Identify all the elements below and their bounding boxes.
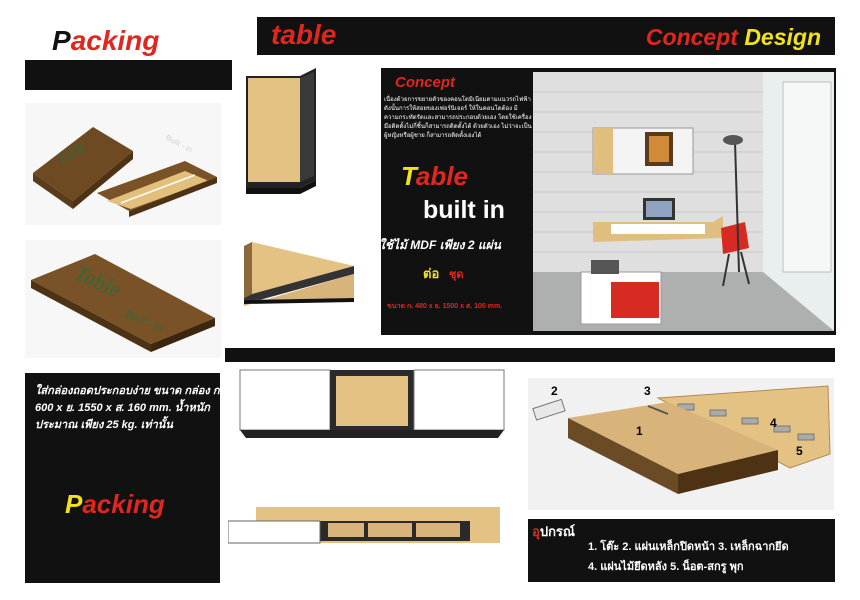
- equipment-panel: อุปกรณ์ 1. โต๊ะ 2. แผ่นเหล็กปิดหน้า 3. เ…: [528, 519, 835, 582]
- design-word: Design: [744, 24, 821, 50]
- equipment-heading-initial: อุ: [532, 524, 540, 539]
- header-bar: table Concept Design: [257, 17, 835, 55]
- table-title-rest: able: [415, 161, 468, 191]
- per-set-b: ชุด: [448, 269, 464, 281]
- packing-label-rest: acking: [82, 489, 165, 519]
- callout-3: 3: [644, 384, 651, 398]
- packing-label: Packing: [65, 489, 165, 520]
- callout-2: 2: [551, 384, 558, 398]
- packing-info-text: ใส่กล่องถอดประกอบง่าย ขนาด กล่อง ก. 600 …: [35, 385, 223, 431]
- exploded-parts-render: 1 2 3 4 5: [528, 378, 834, 510]
- equipment-heading: อุปกรณ์: [532, 521, 575, 542]
- per-set: ต่อ ชุด: [423, 263, 463, 284]
- packing-title: Packing: [52, 24, 159, 58]
- middle-divider: [225, 348, 835, 362]
- dimension-note: ขนาด ก. 480 x ย. 1500 x ส. 100 mm.: [387, 303, 503, 310]
- callout-5: 5: [796, 444, 803, 458]
- cabinet-render: [238, 64, 358, 229]
- callout-4: 4: [770, 416, 777, 430]
- left-top-bar: [25, 60, 232, 90]
- box-render-bottom: Table Built - In: [25, 240, 221, 358]
- svg-text:Built - in: Built - in: [164, 133, 194, 155]
- concept-heading: Concept: [395, 74, 455, 91]
- packing-title-rest: acking: [70, 25, 160, 56]
- callout-1: 1: [636, 424, 643, 438]
- shelf-render: [238, 240, 358, 358]
- table-label: table: [271, 19, 337, 50]
- drawer-render: [228, 505, 503, 547]
- room-render: [533, 72, 834, 331]
- table-title-initial: T: [401, 161, 416, 191]
- packing-info-panel: ใส่กล่องถอดประกอบง่าย ขนาด กล่อง ก. 600 …: [25, 373, 223, 583]
- built-in-title: built in: [423, 196, 505, 224]
- concept-body: เนื่องด้วยการขยายตัวของคอนโดมิเนียมตามแน…: [384, 97, 532, 139]
- open-cabinet-render: [238, 368, 508, 440]
- equipment-heading-rest: ปกรณ์: [539, 524, 575, 539]
- table-title: Table: [401, 161, 468, 192]
- box-render-top: Table Built - in: [25, 103, 221, 225]
- equipment-line-2: 4. แผ่นไม้ยึดหลัง 5. น็อต-สกรู พุก: [588, 561, 744, 573]
- per-set-a: ต่อ: [423, 266, 440, 281]
- concept-design-title: Concept Design: [646, 24, 821, 51]
- packing-label-initial: P: [65, 489, 83, 519]
- concept-word: Concept: [645, 24, 738, 50]
- packing-title-initial: P: [52, 25, 71, 56]
- equipment-line-1: 1. โต๊ะ 2. แผ่นเหล็กปิดหน้า 3. เหล็กฉากย…: [588, 541, 789, 553]
- mdf-note: ใช้ไม้ MDF เพียง 2 แผ่น: [379, 238, 501, 252]
- concept-panel: Concept เนื่องด้วยการขยายตัวของคอนโดมิเน…: [379, 68, 836, 335]
